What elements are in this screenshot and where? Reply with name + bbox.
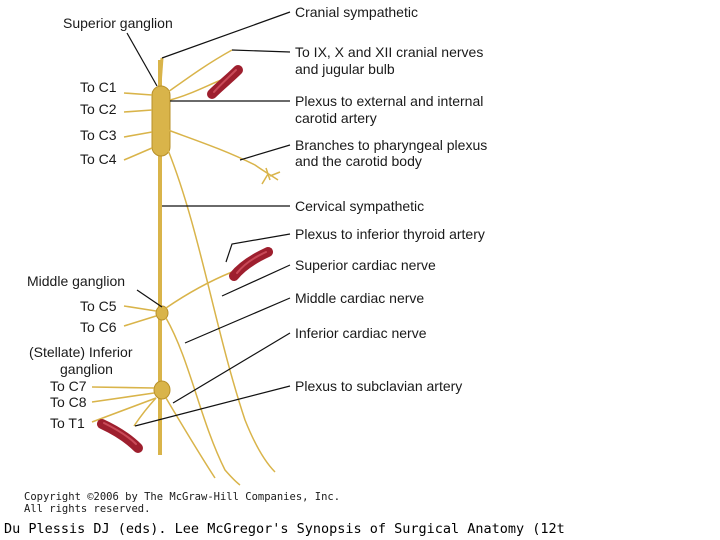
left-labels: Superior ganglion To C1 To C2 To C3 To C…: [27, 15, 173, 431]
branch-inferior-thyroid: [165, 271, 233, 309]
label-cranial-sympathetic: Cranial sympathetic: [295, 4, 418, 20]
label-pharyngeal-line1: Branches to pharyngeal plexus: [295, 137, 487, 153]
ramus-c3: [123, 131, 153, 138]
ramus-c6: [123, 315, 157, 327]
copyright-notice: Copyright ©2006 by The McGraw-Hill Compa…: [24, 491, 340, 515]
label-to-c5: To C5: [80, 298, 117, 314]
leader-lines: [126, 11, 291, 427]
label-to-t1: To T1: [50, 415, 85, 431]
label-to-c4: To C4: [80, 151, 117, 167]
ramus-c2: [123, 109, 153, 113]
branch-pharyngeal: [167, 129, 279, 181]
label-to-c3: To C3: [80, 127, 117, 143]
ramus-c1: [123, 92, 153, 96]
pharyngeal-plexus-twigs: [261, 167, 281, 185]
label-to-c8: To C8: [50, 394, 87, 410]
label-cervical-sympathetic: Cervical sympathetic: [295, 198, 424, 214]
leader-middle-ganglion: [136, 289, 163, 308]
label-pharyngeal-line2: and the carotid body: [295, 153, 422, 169]
label-carotid-plexus-line1: Plexus to external and internal: [295, 93, 483, 109]
leader-subclavian: [134, 385, 291, 427]
leader-superior-cardiac: [221, 264, 291, 297]
label-carotid-plexus-line2: carotid artery: [295, 110, 377, 126]
label-to-c7: To C7: [50, 378, 87, 394]
source-citation: Du Plessis DJ (eds). Lee McGregor's Syno…: [4, 521, 565, 537]
label-stellate-line2: ganglion: [60, 361, 113, 377]
rami-c7-t1: [91, 386, 157, 423]
ramus-c8: [91, 392, 155, 403]
superior-cardiac-nerve: [167, 149, 276, 473]
label-cranial-nerves-line2: and jugular bulb: [295, 61, 395, 77]
leader-cranial-sympathetic: [161, 11, 291, 59]
label-cranial-nerves-line1: To IX, X and XII cranial nerves: [295, 44, 483, 60]
leader-inferior-thyroid: [225, 233, 291, 263]
inferior-cardiac-nerve: [165, 397, 216, 479]
stellate-ganglion: [153, 380, 171, 400]
ramus-c4: [123, 147, 153, 161]
leader-middle-cardiac: [184, 297, 291, 344]
label-superior-cardiac: Superior cardiac nerve: [295, 257, 436, 273]
label-inferior-thyroid: Plexus to inferior thyroid artery: [295, 226, 485, 242]
label-inferior-cardiac: Inferior cardiac nerve: [295, 325, 427, 341]
ramus-c7: [91, 386, 155, 389]
leader-inferior-cardiac: [172, 332, 291, 404]
label-subclavian: Plexus to subclavian artery: [295, 378, 462, 394]
label-stellate-line1: (Stellate) Inferior: [29, 344, 133, 360]
label-middle-ganglion: Middle ganglion: [27, 273, 125, 289]
leader-superior-ganglion: [126, 32, 158, 87]
branch-cranial-nerves: [167, 49, 233, 93]
arteries: [97, 65, 273, 453]
cranial-sympathetic-nerve: [158, 57, 164, 86]
rami-c5-c6: [123, 305, 157, 327]
subclavian-artery: [97, 419, 143, 453]
right-labels: Cranial sympathetic To IX, X and XII cra…: [295, 4, 487, 394]
carotid-artery: [207, 65, 243, 99]
branch-subclavian: [133, 397, 157, 427]
ramus-c5: [123, 305, 157, 312]
nerve-trunk: [91, 49, 281, 486]
ramus-t1: [91, 397, 157, 423]
superior-ganglion: [151, 85, 171, 157]
label-middle-cardiac: Middle cardiac nerve: [295, 290, 424, 306]
inferior-thyroid-artery: [229, 247, 273, 281]
label-to-c1: To C1: [80, 79, 117, 95]
leader-cranial-nerves: [231, 49, 291, 53]
leader-pharyngeal: [239, 144, 291, 161]
middle-cardiac-nerve: [165, 317, 241, 486]
middle-ganglion: [155, 305, 169, 321]
label-to-c2: To C2: [80, 101, 117, 117]
rami-c1-c4: [123, 92, 153, 161]
label-to-c6: To C6: [80, 319, 117, 335]
copyright-line2: All rights reserved.: [24, 503, 151, 515]
label-superior-ganglion: Superior ganglion: [63, 15, 173, 31]
superior-branches: [167, 49, 281, 473]
copyright-line1: Copyright ©2006 by The McGraw-Hill Compa…: [24, 491, 341, 503]
